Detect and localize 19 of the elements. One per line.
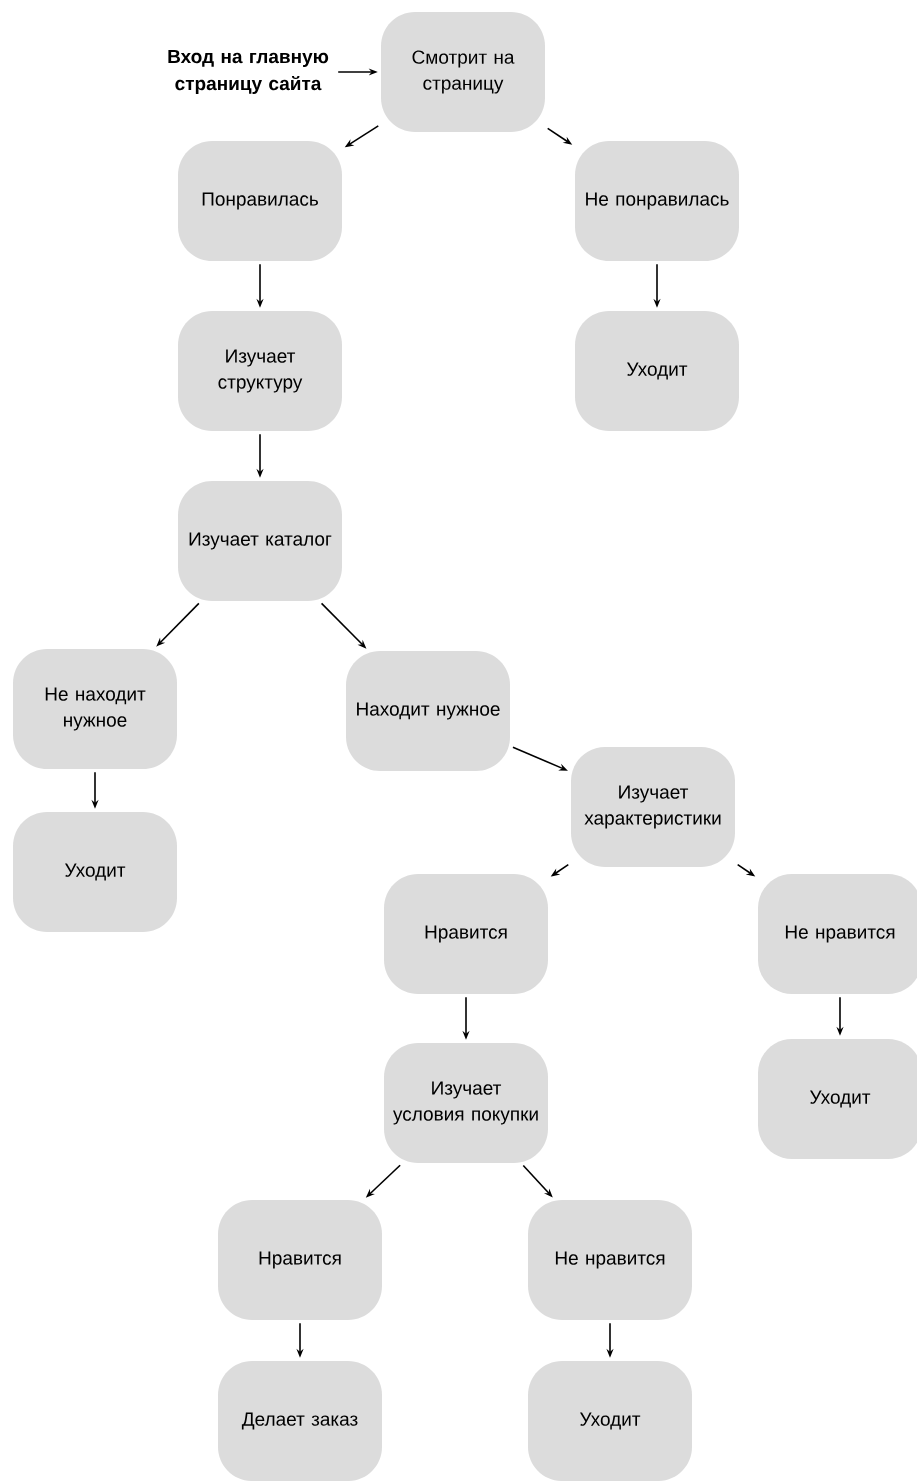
process-box: Изучает характеристики — [571, 747, 735, 867]
process-box: Не понравилась — [575, 141, 739, 261]
process-box: Уходит — [575, 311, 739, 431]
process-box: Не нравится — [758, 874, 917, 994]
process-box: Находит нужное — [346, 651, 510, 771]
process-box: Делает заказ — [218, 1361, 382, 1481]
process-box: Не нравится — [528, 1200, 692, 1320]
process-box: Изучает условия покупки — [384, 1043, 548, 1163]
entry-text: Вход на главную страницу сайта — [168, 50, 329, 94]
process-box: Уходит — [758, 1039, 917, 1159]
process-box: Понравилась — [178, 141, 342, 261]
process-box: Уходит — [528, 1361, 692, 1481]
process-box: Нравится — [384, 874, 548, 994]
process-box: Смотрит на страницу — [381, 12, 545, 132]
process-box: Изучает каталог — [178, 481, 342, 601]
process-box: Нравится — [218, 1200, 382, 1320]
process-box: Изучает структуру — [178, 311, 342, 431]
process-box: Уходит — [13, 812, 177, 932]
process-box: Не находит нужное — [13, 649, 177, 769]
